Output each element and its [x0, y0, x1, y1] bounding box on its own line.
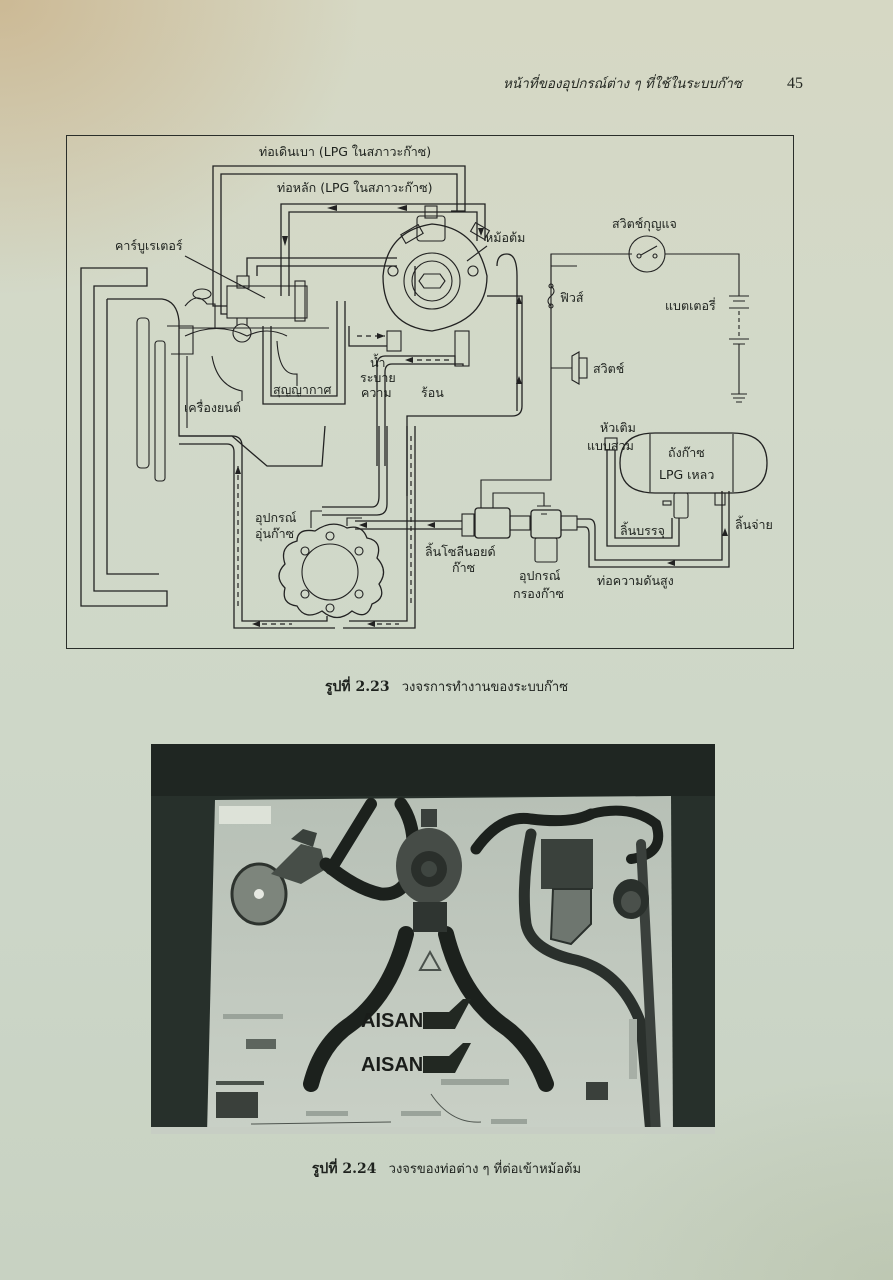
- vaporizer: [382, 205, 491, 367]
- photo-left-component: [230, 829, 326, 926]
- label-battery: แบตเตอรี่: [665, 297, 716, 313]
- label-solenoid-2: ก๊าซ: [452, 560, 475, 575]
- label-filter-1: อุปกรณ์: [519, 568, 561, 584]
- photo-right-component: [541, 839, 649, 946]
- running-head: หน้าที่ของอุปกรณ์ต่าง ๆ ที่ใช้ในระบบก๊าซ…: [503, 72, 803, 94]
- photo-aisan-logo-2: AISAN: [361, 1054, 423, 1076]
- figure-2-23-caption: รูปที่ 2.23 วงจรการทำงานของระบบก๊าซ: [0, 676, 893, 698]
- figure-2-24-caption-text: วงจรของท่อต่าง ๆ ที่ต่อเข้าหม้อต้ม: [388, 1162, 582, 1177]
- label-engine: เครื่องยนต์: [184, 399, 241, 415]
- lpg-tank: [619, 432, 768, 519]
- figure-2-24-caption: รูปที่ 2.24 วงจรของท่อต่าง ๆ ที่ต่อเข้าห…: [0, 1158, 893, 1180]
- photo-hoses: [303, 797, 664, 1134]
- label-idle-pipe: ท่อเดินเบา (LPG ในสภาวะก๊าซ): [259, 144, 431, 159]
- label-key-switch: สวิตช์กุญแจ: [612, 216, 677, 232]
- label-tank-1: ถังก๊าซ: [668, 445, 705, 460]
- label-gas-heater-2: อุ่นก๊าซ: [255, 526, 294, 542]
- filler-nozzle: [604, 437, 680, 547]
- carburetor-leader-line: [184, 255, 266, 299]
- gas-line: [355, 520, 462, 530]
- engine-block: [178, 288, 329, 467]
- label-fill-valve: ลิ้นบรรจุ: [620, 521, 665, 539]
- label-tank-2: LPG เหลว: [659, 467, 714, 482]
- label-solenoid-1: ลิ้นโซลีนอยด์: [425, 542, 496, 559]
- label-carburetor: คาร์บูเรเตอร์: [115, 238, 183, 254]
- gas-filter: [509, 509, 578, 563]
- label-coolant-3: ความ: [361, 385, 392, 400]
- label-coolant-2: ระบาย: [360, 370, 396, 385]
- figure-2-24-photo: AISAN AISAN: [151, 744, 715, 1134]
- label-switch: สวิตช์: [593, 361, 624, 376]
- idle-pipe: [212, 165, 466, 315]
- figure-2-23-number: รูปที่ 2.23: [324, 679, 390, 695]
- solenoid-valve: [461, 265, 577, 539]
- label-high-pressure-pipe: ท่อความดันสูง: [597, 573, 674, 589]
- label-fuse: ฟิวส์: [560, 290, 584, 305]
- figure-2-23-caption-text: วงจรการทำงานของระบบก๊าซ: [401, 680, 569, 695]
- label-filler-1: หัวเติม: [600, 420, 636, 435]
- label-filter-2: กรองก๊าซ: [513, 586, 564, 601]
- photo-aisan-logo-1: AISAN: [361, 1010, 423, 1032]
- vacuum-hose: [262, 301, 346, 405]
- photo-vaporizer: [396, 809, 462, 971]
- label-vacuum: สุญญากาศ: [273, 382, 332, 398]
- gas-heater: [278, 426, 388, 619]
- figure-2-24-number: รูปที่ 2.24: [311, 1161, 377, 1177]
- main-pipe: [280, 203, 486, 296]
- coolant-lines: [348, 253, 523, 496]
- running-head-title: หน้าที่ของอุปกรณ์ต่าง ๆ ที่ใช้ในระบบก๊าซ: [503, 76, 742, 92]
- photo-board-labels: [216, 1014, 637, 1124]
- label-main-pipe: ท่อหลัก (LPG ในสภาวะก๊าซ): [277, 180, 432, 195]
- label-vaporizer: หม้อต้ม: [485, 230, 525, 245]
- page-number: 45: [787, 75, 803, 92]
- figure-2-23-diagram: เครื่องยนต์ คาร์บูเรเตอร์ สุญญากาศ: [66, 135, 794, 649]
- label-supply-valve: ลิ้นจ่าย: [735, 515, 773, 532]
- label-filler-2: แบบสวม: [587, 438, 634, 453]
- label-coolant-4: ร้อน: [421, 385, 444, 400]
- label-gas-heater-1: อุปกรณ์: [255, 510, 297, 526]
- high-pressure-pipe: [577, 491, 730, 568]
- lpg-circuit-diagram: เครื่องยนต์ คาร์บูเรเตอร์ สุญญากาศ: [80, 144, 773, 629]
- vaporizer-leader-line: [466, 245, 488, 262]
- heater-return-loop: [179, 426, 416, 629]
- label-coolant-1: น้ำ: [370, 353, 386, 370]
- electrical-circuit: [547, 235, 749, 480]
- carburetor: [226, 275, 308, 343]
- training-board-photo: AISAN AISAN: [151, 744, 715, 1134]
- carb-vaporizer-pipe: [246, 257, 397, 276]
- radiator: [80, 267, 194, 607]
